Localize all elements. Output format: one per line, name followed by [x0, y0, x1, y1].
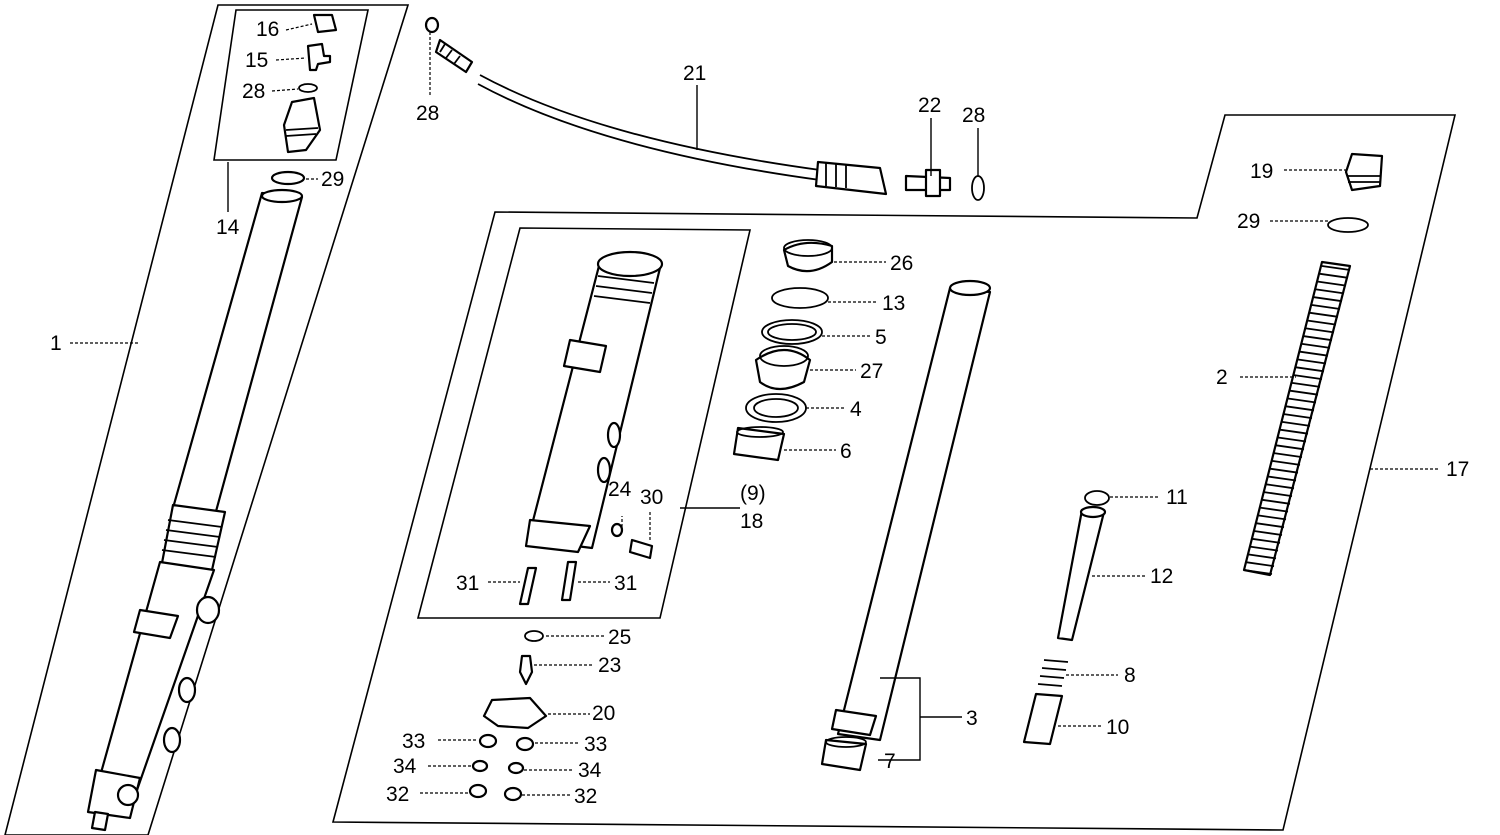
label-32-right: 32 — [574, 785, 597, 808]
o-ring-29-left — [270, 170, 306, 186]
label-8: 8 — [1124, 664, 1136, 687]
label-31-right: 31 — [614, 572, 637, 595]
washer-33-left — [478, 733, 498, 749]
label-6: 6 — [840, 440, 852, 463]
piston-ring-11 — [1084, 490, 1110, 506]
leader-lines — [70, 23, 1440, 796]
cap-bolt-assembly — [282, 96, 322, 154]
label-23: 23 — [598, 654, 621, 677]
label-9: (9) — [740, 482, 766, 505]
label-28-top: 28 — [242, 80, 265, 103]
adjuster-15 — [306, 42, 332, 72]
hose-21 — [424, 16, 888, 196]
label-18: 18 — [740, 510, 763, 533]
label-22: 22 — [918, 94, 941, 117]
piston-12 — [1056, 505, 1107, 642]
dust-seal-26 — [782, 239, 834, 273]
label-20: 20 — [592, 702, 615, 725]
clip-13 — [771, 287, 829, 309]
washer-5 — [761, 319, 823, 345]
frame-top-box — [213, 9, 369, 161]
oil-lock-piece-10 — [1022, 692, 1064, 746]
label-15: 15 — [245, 49, 268, 72]
label-34-right: 34 — [578, 759, 602, 782]
washer-33-right — [515, 736, 535, 752]
label-19: 19 — [1250, 160, 1273, 183]
stud-bolt-31-left — [518, 566, 538, 606]
complete-fork-leg — [86, 188, 304, 832]
frame-right-assembly — [331, 114, 1457, 831]
fork-pipe-3 — [830, 279, 992, 742]
label-24: 24 — [608, 478, 632, 501]
drain-bolt-30 — [628, 538, 654, 560]
label-32-left: 32 — [386, 783, 409, 806]
axle-holder-20 — [482, 696, 548, 730]
label-14: 14 — [216, 216, 240, 239]
guide-bushing-6 — [732, 426, 786, 462]
fork-spring-2 — [1242, 260, 1352, 577]
oil-seal-27 — [754, 345, 812, 391]
washer-34-left — [471, 759, 489, 773]
label-3: 3 — [966, 707, 978, 730]
o-ring-28-top — [298, 83, 318, 93]
label-34-left: 34 — [393, 755, 417, 778]
label-2: 2 — [1216, 366, 1228, 389]
slide-bushing-7 — [820, 736, 868, 772]
washer-25 — [524, 630, 544, 642]
nut-32-left — [468, 783, 488, 799]
label-29-left: 29 — [321, 168, 344, 191]
label-5: 5 — [875, 326, 887, 349]
label-17: 17 — [1446, 458, 1469, 481]
label-12: 12 — [1150, 565, 1173, 588]
label-4: 4 — [850, 398, 862, 421]
nut-32-right — [503, 786, 523, 802]
label-27: 27 — [860, 360, 883, 383]
bolt-16 — [312, 13, 338, 34]
label-29-right: 29 — [1237, 210, 1260, 233]
fork-slider-18 — [524, 250, 664, 554]
label-31-left: 31 — [456, 572, 479, 595]
back-up-ring-4 — [745, 393, 807, 423]
label-28-hose: 28 — [416, 102, 439, 125]
o-ring-29-right — [1327, 217, 1369, 233]
union-bolt-22 — [904, 168, 952, 198]
label-1: 1 — [50, 332, 62, 355]
label-7: 7 — [884, 750, 896, 773]
socket-bolt-23 — [518, 654, 534, 686]
label-10: 10 — [1106, 716, 1129, 739]
label-25: 25 — [608, 626, 631, 649]
frame-left-assembly — [4, 4, 410, 835]
label-13: 13 — [882, 292, 905, 315]
label-28-right: 28 — [962, 104, 985, 127]
o-ring-28-right — [971, 175, 985, 201]
label-21: 21 — [683, 62, 706, 85]
label-33-right: 33 — [584, 733, 607, 756]
label-16: 16 — [256, 18, 279, 41]
label-30: 30 — [640, 486, 663, 509]
stud-bolt-31-right — [560, 560, 578, 602]
label-26: 26 — [890, 252, 913, 275]
callout-labels: 1 16 15 28 14 29 28 21 22 28 19 29 2 17 … — [50, 18, 1469, 808]
label-11: 11 — [1166, 486, 1188, 509]
cap-bolt-19 — [1344, 152, 1384, 192]
rebound-spring-8 — [1037, 659, 1069, 687]
washer-34-right — [507, 761, 525, 775]
frame-bottom-case-box — [416, 227, 752, 619]
label-33-left: 33 — [402, 730, 425, 753]
bolt-24 — [610, 522, 624, 538]
